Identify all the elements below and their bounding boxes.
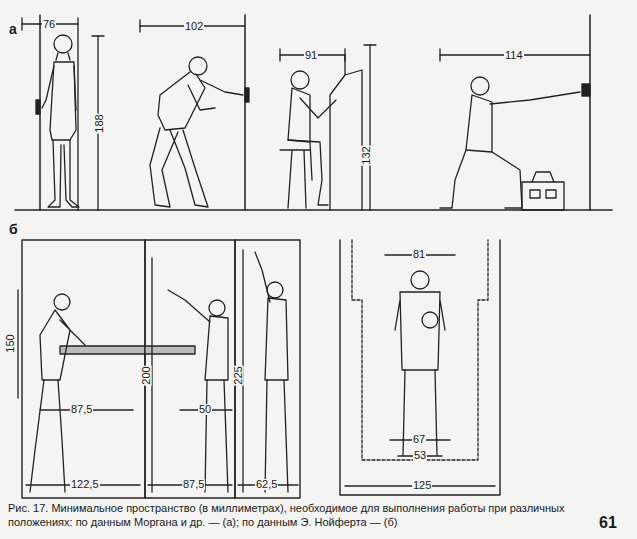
figure-caption: Рис. 17. Минимальное пространство (в мил… (8, 502, 588, 530)
page-number: 61 (598, 515, 618, 531)
dimension-label: 200 (140, 365, 151, 385)
dimension-label: 102 (184, 21, 204, 32)
dimension-label: 50 (198, 404, 212, 415)
panel-letter: а (8, 22, 18, 36)
dimension-label: 125 (412, 480, 432, 491)
dimension-label: 87,5 (182, 479, 205, 490)
dimension-label: 225 (232, 365, 243, 385)
dimension-label: 76 (42, 19, 56, 30)
panel-letter: б (8, 222, 19, 236)
dimension-label: 91 (304, 50, 318, 61)
dimension-label: 122,5 (70, 479, 100, 490)
dimension-label: 132 (360, 145, 371, 165)
dimension-label: 67 (412, 434, 426, 445)
dimension-label: 53 (413, 450, 427, 461)
dimension-label: 114 (504, 50, 524, 61)
dimension-label: 87,5 (70, 404, 93, 415)
dimension-label: 188 (93, 113, 104, 133)
dimension-label: 62,5 (255, 479, 278, 490)
dimension-label: 81 (412, 249, 426, 260)
dimension-label: 150 (5, 333, 16, 353)
